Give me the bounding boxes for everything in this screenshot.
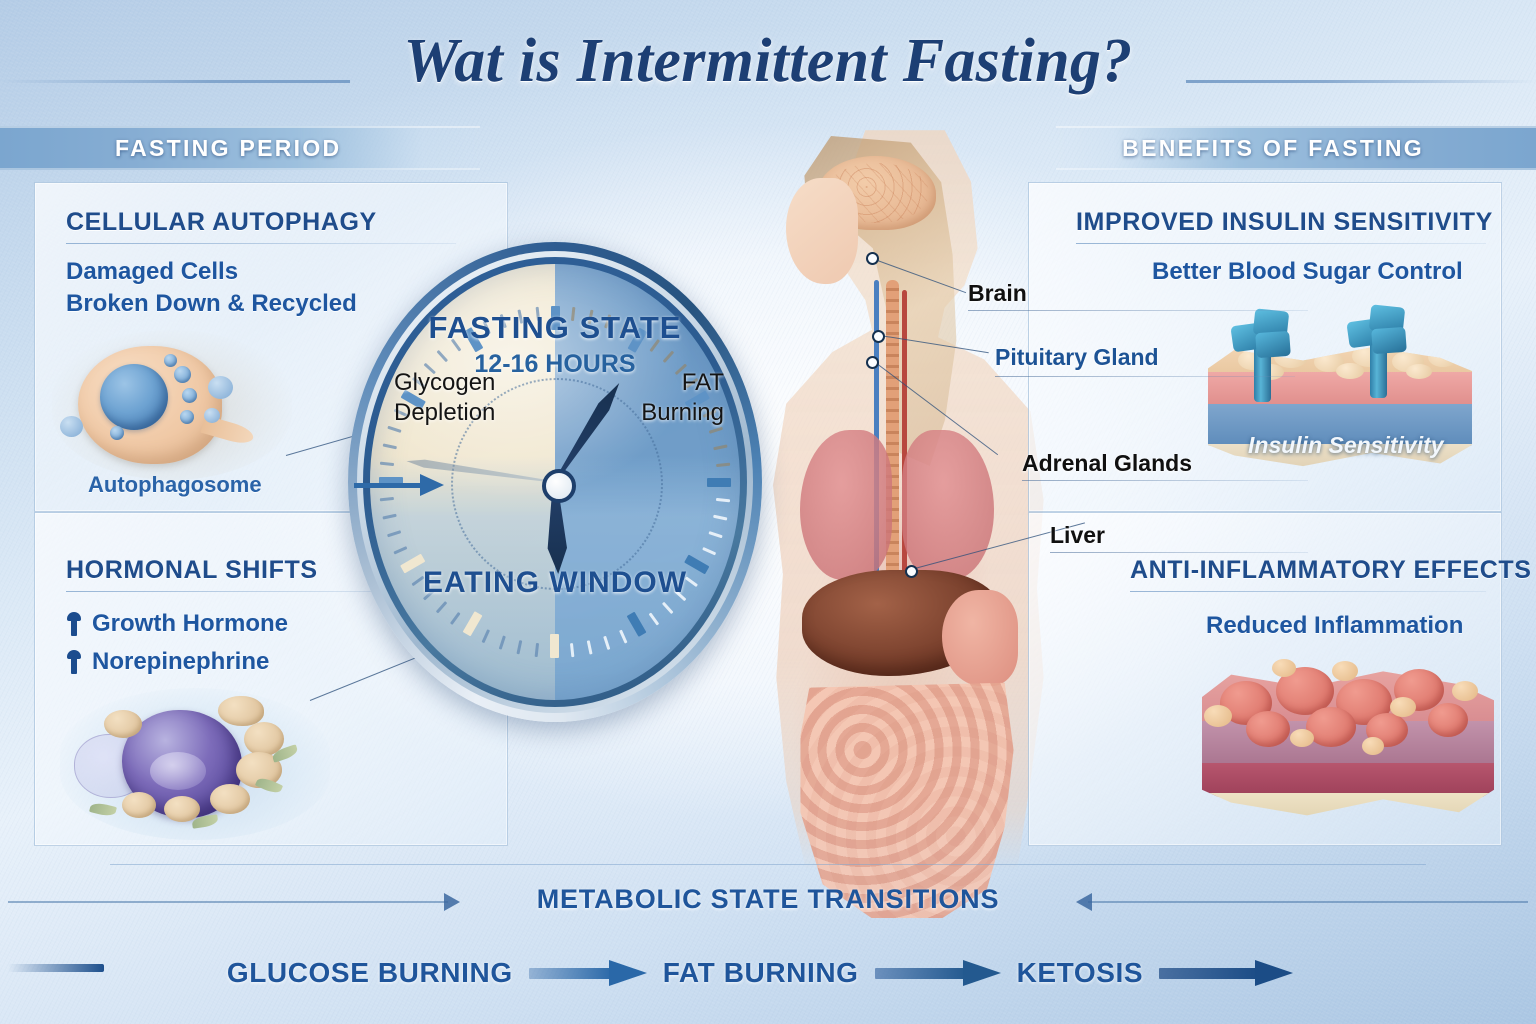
banner-fasting-period: FASTING PERIOD xyxy=(0,126,480,170)
stage-fat-burning: FAT BURNING xyxy=(662,957,859,988)
clock-entry-arrow-icon xyxy=(354,474,450,496)
clock-inner-dotted-ring xyxy=(451,378,663,590)
transitions-line-left xyxy=(8,901,448,903)
transitions-arrow-right-icon xyxy=(444,893,460,911)
heading-insulin-sensitivity: IMPROVED INSULIN SENSITIVITY xyxy=(1076,208,1493,236)
clock-hour-tick xyxy=(550,634,560,658)
leader-rule-brain xyxy=(968,310,1308,311)
label-brain: Brain xyxy=(968,280,1027,306)
label-liver: Liver xyxy=(1050,522,1105,548)
human-anatomy-illustration xyxy=(690,130,1120,918)
flow-arrow-2-icon xyxy=(874,960,1001,986)
marker-pituitary xyxy=(872,330,885,343)
bullet-norepinephrine-label: Norepinephrine xyxy=(92,648,270,675)
insulin-receptor-icon xyxy=(1230,308,1294,402)
rule-anti-inflammatory xyxy=(1130,591,1486,592)
stomach-organ xyxy=(942,590,1018,686)
glycogen-line2: Depletion xyxy=(394,399,496,426)
cell-autophagosome-icon xyxy=(52,330,292,480)
clock-eating-window-label: EATING WINDOW xyxy=(422,566,688,599)
label-insulin-sensitivity: Insulin Sensitivity xyxy=(1248,432,1444,458)
marker-adrenal xyxy=(866,356,879,369)
spine xyxy=(886,280,899,610)
leader-rule-pituitary xyxy=(995,376,1295,377)
bullet-norepinephrine: Norepinephrine xyxy=(66,648,269,676)
leader-rule-liver xyxy=(1050,552,1308,553)
marker-brain xyxy=(866,252,879,265)
artery xyxy=(902,290,907,580)
banner-right-label: BENEFITS OF FASTING xyxy=(1122,134,1424,161)
up-arrow-icon xyxy=(66,612,82,636)
clock-minute-tick xyxy=(379,497,395,502)
clock-fat-burning-label: FAT Burning xyxy=(641,368,724,428)
fat-line2: Burning xyxy=(641,399,724,426)
face-profile xyxy=(786,178,858,284)
page-title: Wat is Intermittent Fasting? xyxy=(403,27,1133,95)
glycogen-line1: Glycogen xyxy=(394,369,496,396)
caption-autophagosome: Autophagosome xyxy=(88,472,262,497)
transitions-line-right xyxy=(1088,901,1528,903)
stage-glucose-burning: GLUCOSE BURNING xyxy=(226,957,513,988)
rule-hormonal-shifts xyxy=(66,591,396,592)
title-area: Wat is Intermittent Fasting? xyxy=(0,18,1536,104)
flow-lead-in-bar xyxy=(8,964,104,972)
rule-insulin-sensitivity xyxy=(1076,243,1486,244)
heading-hormonal-shifts: HORMONAL SHIFTS xyxy=(66,556,318,584)
bullet-growth-hormone: Growth Hormone xyxy=(66,610,288,638)
fasting-clock: FASTING STATE 12-16 HOURS Glycogen Deple… xyxy=(348,242,762,722)
metabolic-stage-flow: GLUCOSE BURNING FAT BURNING KETOSIS xyxy=(0,938,1536,1008)
clock-duration-label: 12-16 HOURS xyxy=(474,350,636,378)
subtitle-reduced-inflammation: Reduced Inflammation xyxy=(1206,612,1464,639)
clock-hour-tick xyxy=(707,477,731,487)
banner-left-label: FASTING PERIOD xyxy=(115,134,342,161)
lung-left xyxy=(800,430,892,580)
label-pituitary-gland: Pituitary Gland xyxy=(995,344,1159,370)
clock-minute-tick xyxy=(379,462,395,467)
clock-glycogen-depletion-label: Glycogen Depletion xyxy=(394,368,495,428)
hormone-gland-icon xyxy=(60,688,330,840)
up-arrow-icon xyxy=(66,650,82,674)
clock-minute-tick xyxy=(570,642,575,658)
banner-benefits-of-fasting: BENEFITS OF FASTING xyxy=(1056,126,1536,170)
heading-anti-inflammatory: ANTI-INFLAMMATORY EFFECTS xyxy=(1130,556,1532,584)
title-rule-left xyxy=(0,80,350,83)
clock-fasting-state-label: FASTING STATE xyxy=(428,310,682,345)
insulin-receptor-icon xyxy=(1346,304,1410,398)
heading-cellular-autophagy: CELLULAR AUTOPHAGY xyxy=(66,208,377,236)
flow-arrow-1-icon xyxy=(528,960,647,986)
subtitle-better-blood-sugar: Better Blood Sugar Control xyxy=(1152,258,1463,285)
bottom-flow-section: METABOLIC STATE TRANSITIONS GLUCOSE BURN… xyxy=(0,860,1536,1010)
lung-right xyxy=(902,430,994,580)
label-adrenal-glands: Adrenal Glands xyxy=(1022,450,1192,476)
intestines-organ xyxy=(800,682,1014,918)
insulin-receptor-tissue-icon: Insulin Sensitivity xyxy=(1182,290,1502,500)
inflamed-tissue-icon xyxy=(1184,645,1514,855)
metabolic-transitions-label: METABOLIC STATE TRANSITIONS xyxy=(536,884,1000,914)
title-rule-right xyxy=(1186,80,1536,83)
subtitle-damaged-cells-line2: Broken Down & Recycled xyxy=(66,290,357,317)
fat-line1: FAT xyxy=(681,369,724,396)
bullet-growth-hormone-label: Growth Hormone xyxy=(92,610,288,637)
clock-minute-tick xyxy=(535,642,540,658)
marker-liver xyxy=(905,565,918,578)
stage-ketosis: KETOSIS xyxy=(1016,957,1144,988)
vein xyxy=(874,280,879,590)
rule-cellular-autophagy xyxy=(66,243,456,244)
brain-organ xyxy=(818,156,936,230)
subtitle-damaged-cells-line1: Damaged Cells xyxy=(66,258,239,285)
transitions-arrow-left-icon xyxy=(1076,893,1092,911)
leader-rule-adrenal xyxy=(1022,480,1308,481)
flow-arrow-3-icon xyxy=(1159,960,1294,986)
